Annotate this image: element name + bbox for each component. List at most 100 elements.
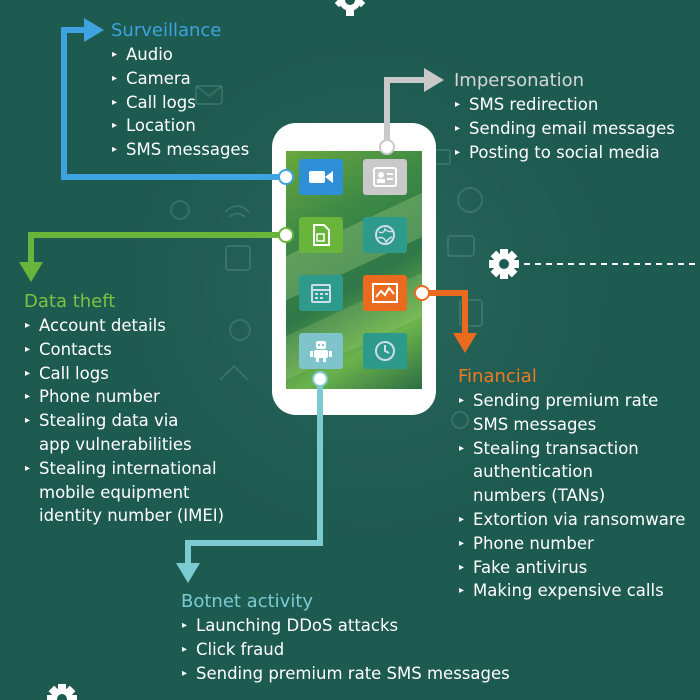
list-item-text: Click fraud	[196, 639, 285, 659]
surveillance-list: ▸Audio▸Camera▸Call logs▸Location▸SMS mes…	[111, 43, 291, 162]
list-item-text: Making expensive calls	[473, 581, 664, 601]
list-item: ▸ Click fraud	[181, 638, 541, 662]
bullet-icon: ▸	[112, 72, 118, 84]
list-item: ▸ Audio	[111, 43, 291, 67]
financial-group: Financial ▸Sending premium rate SMS mess…	[458, 365, 698, 603]
bg-screen-icon	[447, 235, 475, 257]
list-item-text: SMS redirection	[469, 95, 599, 114]
list-item-text: Call logs	[39, 363, 109, 383]
contact-card-icon	[373, 167, 397, 187]
financial-list: ▸Sending premium rate SMS messages▸Steal…	[458, 389, 698, 603]
list-item: ▸ Phone number	[24, 385, 264, 409]
bullet-icon: ▸	[25, 320, 31, 331]
node-surveillance	[278, 169, 294, 185]
list-item: ▸ Sending premium rate SMS messages	[458, 389, 698, 437]
list-item: ▸Account details	[24, 314, 264, 338]
node-financial	[414, 285, 430, 301]
list-item: ▸SMS messages	[111, 138, 291, 162]
connector-surveillance	[61, 27, 286, 180]
arrow-data-theft	[19, 262, 43, 282]
list-item-text: Phone number	[473, 533, 594, 553]
gear-icon	[47, 684, 77, 700]
bullet-icon: ▸	[459, 442, 465, 454]
video-camera-icon	[309, 171, 333, 183]
bullet-icon: ▸	[182, 667, 188, 679]
globe-icon	[375, 225, 395, 245]
botnet-group: Botnet activity ▸Launching DDoS attacks▸…	[181, 590, 541, 685]
list-item-text: Sending premium rate SMS messages	[473, 391, 659, 434]
gear-icon	[489, 249, 519, 279]
bullet-icon: ▸	[25, 343, 31, 355]
list-item-text: Location	[126, 116, 196, 136]
app-clock[interactable]	[363, 333, 407, 369]
list-item-text: Audio	[126, 45, 173, 64]
list-item: ▸Stealing international mobile equipment…	[24, 457, 264, 528]
list-item: ▸ SMS redirection	[454, 93, 694, 117]
list-item: ▸ Location	[111, 114, 291, 138]
bullet-icon: ▸	[459, 585, 465, 597]
bg-user-icon	[170, 200, 190, 220]
list-item-text: Camera	[126, 68, 191, 88]
bullet-icon: ▸	[459, 561, 465, 573]
bg-mail-icon	[195, 85, 223, 105]
arrow-botnet	[176, 563, 200, 583]
bg-globe-icon	[457, 187, 483, 213]
surveillance-group: Surveillance ▸Audio▸Camera▸Call logs▸Loc…	[111, 19, 291, 162]
list-item-text: Call logs	[126, 92, 196, 112]
list-item: ▸Extortion via ransomware	[458, 508, 698, 532]
document-icon	[313, 224, 330, 246]
list-item-text: Sending premium rate SMS messages	[196, 663, 510, 683]
list-item: ▸ Sending premium rate SMS messages	[181, 662, 541, 686]
surveillance-title: Surveillance	[111, 20, 222, 41]
app-robot[interactable]	[299, 333, 343, 369]
impersonation-title: Impersonation	[454, 70, 585, 91]
clock-icon	[375, 341, 395, 361]
bullet-icon: ▸	[182, 620, 188, 631]
impersonation-list: ▸SMS redirection▸Sending email messages▸…	[454, 93, 694, 164]
bg-doc-icon	[459, 299, 483, 327]
list-item: ▸ Call logs	[24, 362, 264, 386]
bullet-icon: ▸	[455, 99, 461, 110]
bullet-icon: ▸	[459, 395, 465, 406]
data-theft-list: ▸Account details▸Contacts▸Call logs▸Phon…	[24, 314, 264, 528]
app-calendar[interactable]	[299, 275, 343, 311]
connector-botnet	[185, 383, 323, 563]
app-video-camera[interactable]	[299, 159, 343, 195]
bullet-icon: ▸	[112, 120, 118, 132]
bg-arrow-icon	[219, 364, 249, 381]
data-theft-group: Data theft ▸Account details▸Contacts▸Cal…	[24, 290, 264, 528]
data-theft-title: Data theft	[24, 291, 116, 312]
app-chart[interactable]	[363, 275, 407, 311]
bullet-icon: ▸	[25, 391, 31, 403]
list-item: ▸ Camera	[111, 67, 291, 91]
list-item: ▸Posting to social media	[454, 141, 694, 165]
botnet-list: ▸ Launching DDoS attacks ▸ Click fraud ▸ Send…	[181, 614, 541, 685]
bg-mail-flap	[195, 85, 223, 98]
bullet-icon: ▸	[455, 146, 461, 158]
bullet-icon: ▸	[25, 367, 31, 379]
list-item-text: Fake antivirus	[473, 557, 588, 577]
arrow-impersonation	[424, 68, 444, 92]
list-item-text: Phone number	[39, 387, 160, 407]
list-item-text: Sending email messages	[469, 118, 675, 138]
list-item-text: Stealing data via app vulnerabilities	[39, 411, 192, 454]
node-botnet	[312, 371, 328, 387]
bg-phone-icon	[225, 245, 251, 271]
list-item: ▸ Making expensive calls	[458, 579, 698, 603]
list-item: ▸ Contacts	[24, 338, 264, 362]
list-item-text: Launching DDoS attacks	[196, 616, 399, 635]
bullet-icon: ▸	[112, 49, 118, 60]
app-globe[interactable]	[363, 217, 407, 253]
robot-icon	[310, 341, 332, 362]
bullet-icon: ▸	[455, 122, 461, 134]
list-item-text: Contacts	[39, 339, 112, 359]
bg-dot-icon	[451, 411, 469, 429]
app-contact-card[interactable]	[363, 159, 407, 195]
bullet-icon: ▸	[459, 537, 465, 549]
connector-financial	[422, 290, 468, 333]
app-document[interactable]	[299, 217, 343, 253]
bullet-icon: ▸	[25, 415, 31, 427]
bullet-icon: ▸	[182, 643, 188, 655]
